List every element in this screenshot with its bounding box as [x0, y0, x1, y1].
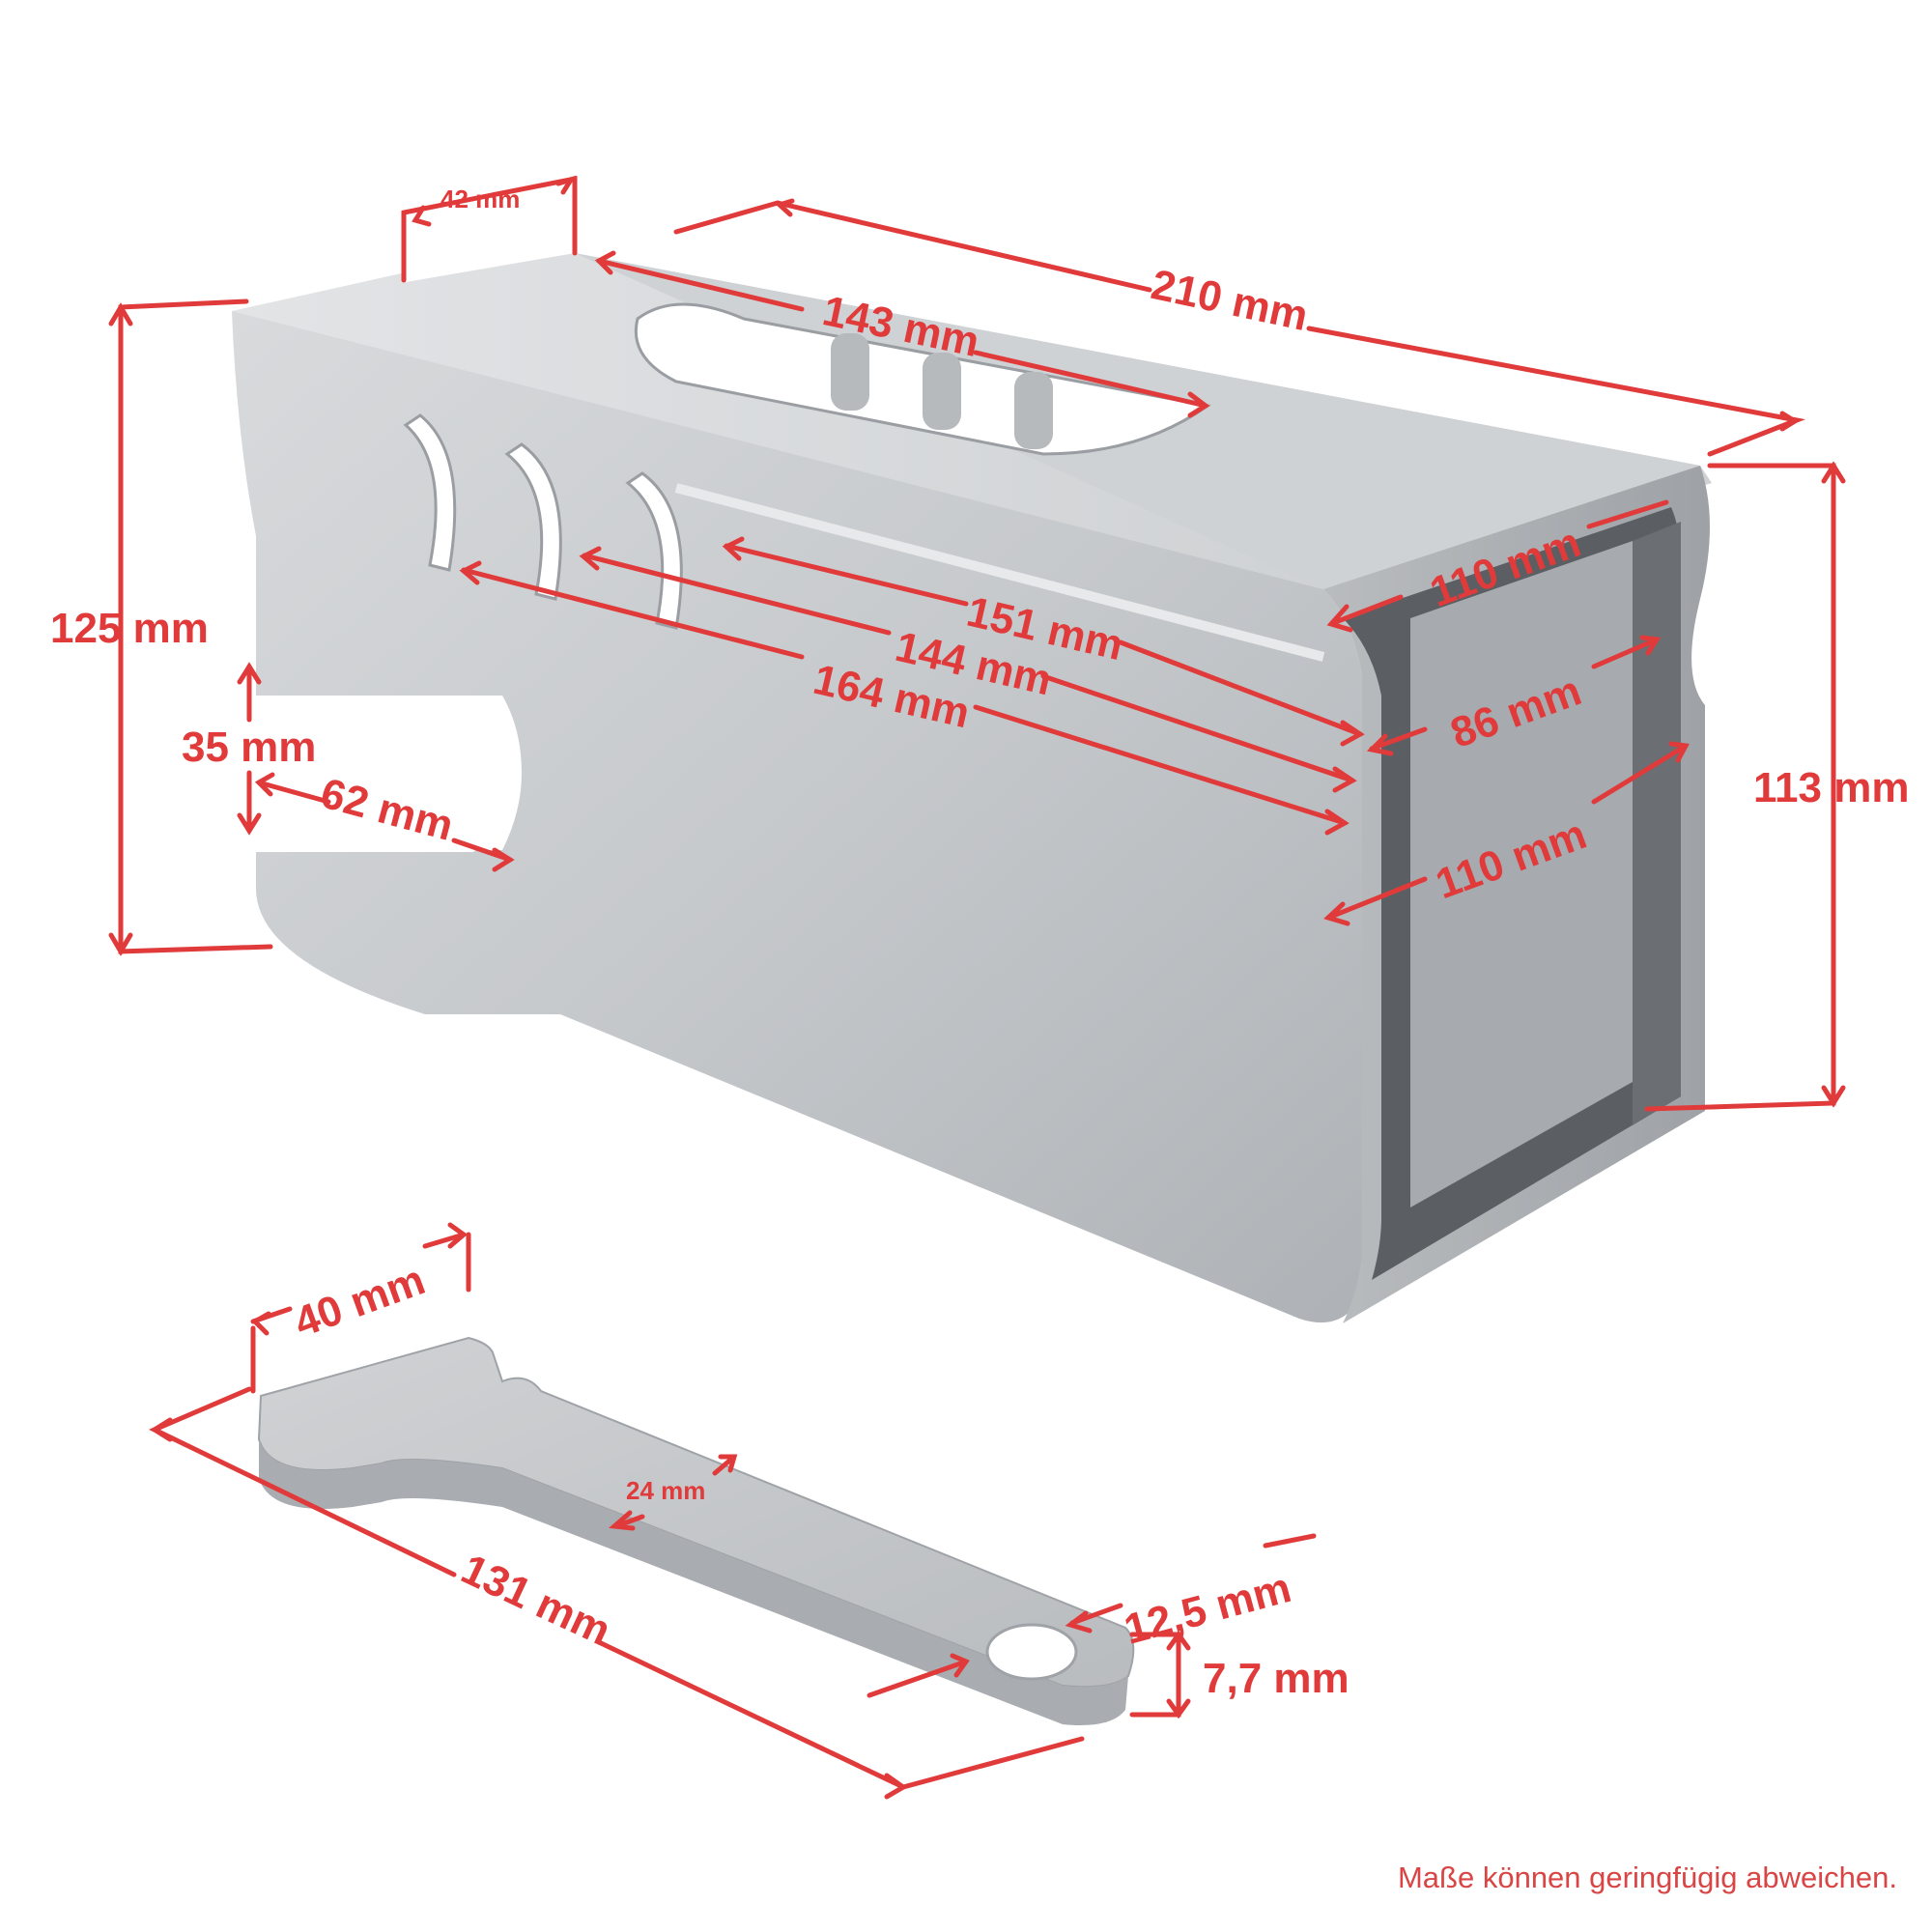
side-cutouts	[403, 413, 683, 630]
label-24mm: 24 mm	[626, 1476, 705, 1505]
label-42mm: 42 mm	[440, 185, 520, 213]
housing-inner-shadow	[1633, 522, 1681, 1125]
label-35mm: 35 mm	[182, 724, 316, 771]
label-113mm: 113 mm	[1753, 764, 1909, 811]
dimension-lines	[108, 175, 1846, 1800]
label-40mm: 40 mm	[288, 1256, 431, 1347]
label-210mm: 210 mm	[1148, 261, 1312, 340]
locking-key	[257, 1336, 1135, 1725]
key-hole	[985, 1623, 1078, 1681]
housing-side-face	[232, 311, 1362, 1323]
housing-inner-plate	[1410, 541, 1633, 1208]
lock-housing	[232, 253, 1712, 1323]
side-ridge	[674, 483, 1325, 662]
side-notch	[249, 696, 513, 852]
key-edge	[259, 1439, 1128, 1725]
top-slot-ribs	[831, 333, 1053, 449]
label-131mm: 131 mm	[454, 1546, 617, 1656]
top-slot	[634, 302, 1211, 456]
label-7-7mm: 7,7 mm	[1203, 1655, 1350, 1702]
label-12-5mm: 12,5 mm	[1120, 1564, 1296, 1654]
disclaimer-note: Maße können geringfügig abweichen.	[1397, 1861, 1897, 1894]
label-125mm: 125 mm	[50, 605, 209, 652]
